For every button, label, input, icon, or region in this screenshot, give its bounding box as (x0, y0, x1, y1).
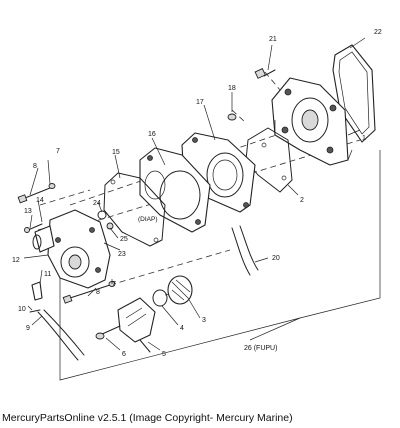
callout-26: 26 (FUPU) (244, 345, 277, 352)
fuel-pump-exploded-diagram: 22 21 18 17 16 15 1 2 20 7 8 14 13 12 11… (12, 29, 382, 381)
callout-8-lower: 8 (96, 289, 100, 296)
pump-body-12 (32, 209, 111, 289)
screw-8-upper (17, 187, 51, 204)
screw-13 (24, 223, 43, 233)
nut-18 (227, 113, 237, 121)
screw-6 (95, 325, 121, 340)
washer-7-upper (48, 183, 56, 189)
screw-21 (254, 67, 276, 79)
callout-8-upper: 8 (33, 163, 37, 170)
callout-3: 3 (202, 317, 206, 324)
callout-6: 6 (122, 351, 126, 358)
callout-13: 13 (24, 208, 32, 215)
callout-22: 22 (374, 29, 382, 36)
callout-23: 23 (118, 251, 126, 258)
filter-bowl-5 (117, 297, 156, 353)
diaphragm-15 (103, 172, 166, 247)
clamp-10 (29, 309, 41, 313)
callout-1: 1 (362, 135, 366, 142)
cover-gasket-22 (332, 44, 376, 143)
pump-cover-1 (271, 77, 353, 166)
plate-16 (139, 147, 211, 233)
callout-4: 4 (180, 325, 184, 332)
callout-15: 15 (112, 149, 120, 156)
callout-18: 18 (228, 85, 236, 92)
callout-14: 14 (36, 197, 44, 204)
diaphragm-label: (DIAP) (138, 216, 158, 223)
hose-9 (37, 309, 85, 361)
hose-20 (231, 225, 259, 276)
callout-24: 24 (93, 200, 101, 207)
leader-lines (23, 37, 366, 351)
callout-21: 21 (269, 36, 277, 43)
callout-7-upper: 7 (56, 148, 60, 155)
screw-8-lower (62, 281, 116, 304)
filter-3 (167, 275, 193, 305)
callout-17: 17 (196, 99, 204, 106)
callout-12: 12 (12, 257, 20, 264)
callout-9: 9 (26, 325, 30, 332)
callout-5: 5 (162, 351, 166, 358)
callout-10: 10 (18, 306, 26, 313)
callout-25: 25 (120, 236, 128, 243)
assembly-outline (59, 150, 381, 381)
callout-20: 20 (272, 255, 280, 262)
callout-11: 11 (44, 271, 51, 278)
callout-16: 16 (148, 131, 156, 138)
callout-7-lower: 7 (112, 281, 116, 288)
callout-2: 2 (300, 197, 304, 204)
callout-labels: 22 21 18 17 16 15 1 2 20 7 8 14 13 12 11… (12, 29, 382, 358)
fitting-11 (31, 281, 43, 301)
image-caption: MercuryPartsOnline v2.5.1 (Image Copyrig… (2, 412, 293, 424)
o-ring-4 (152, 289, 168, 307)
